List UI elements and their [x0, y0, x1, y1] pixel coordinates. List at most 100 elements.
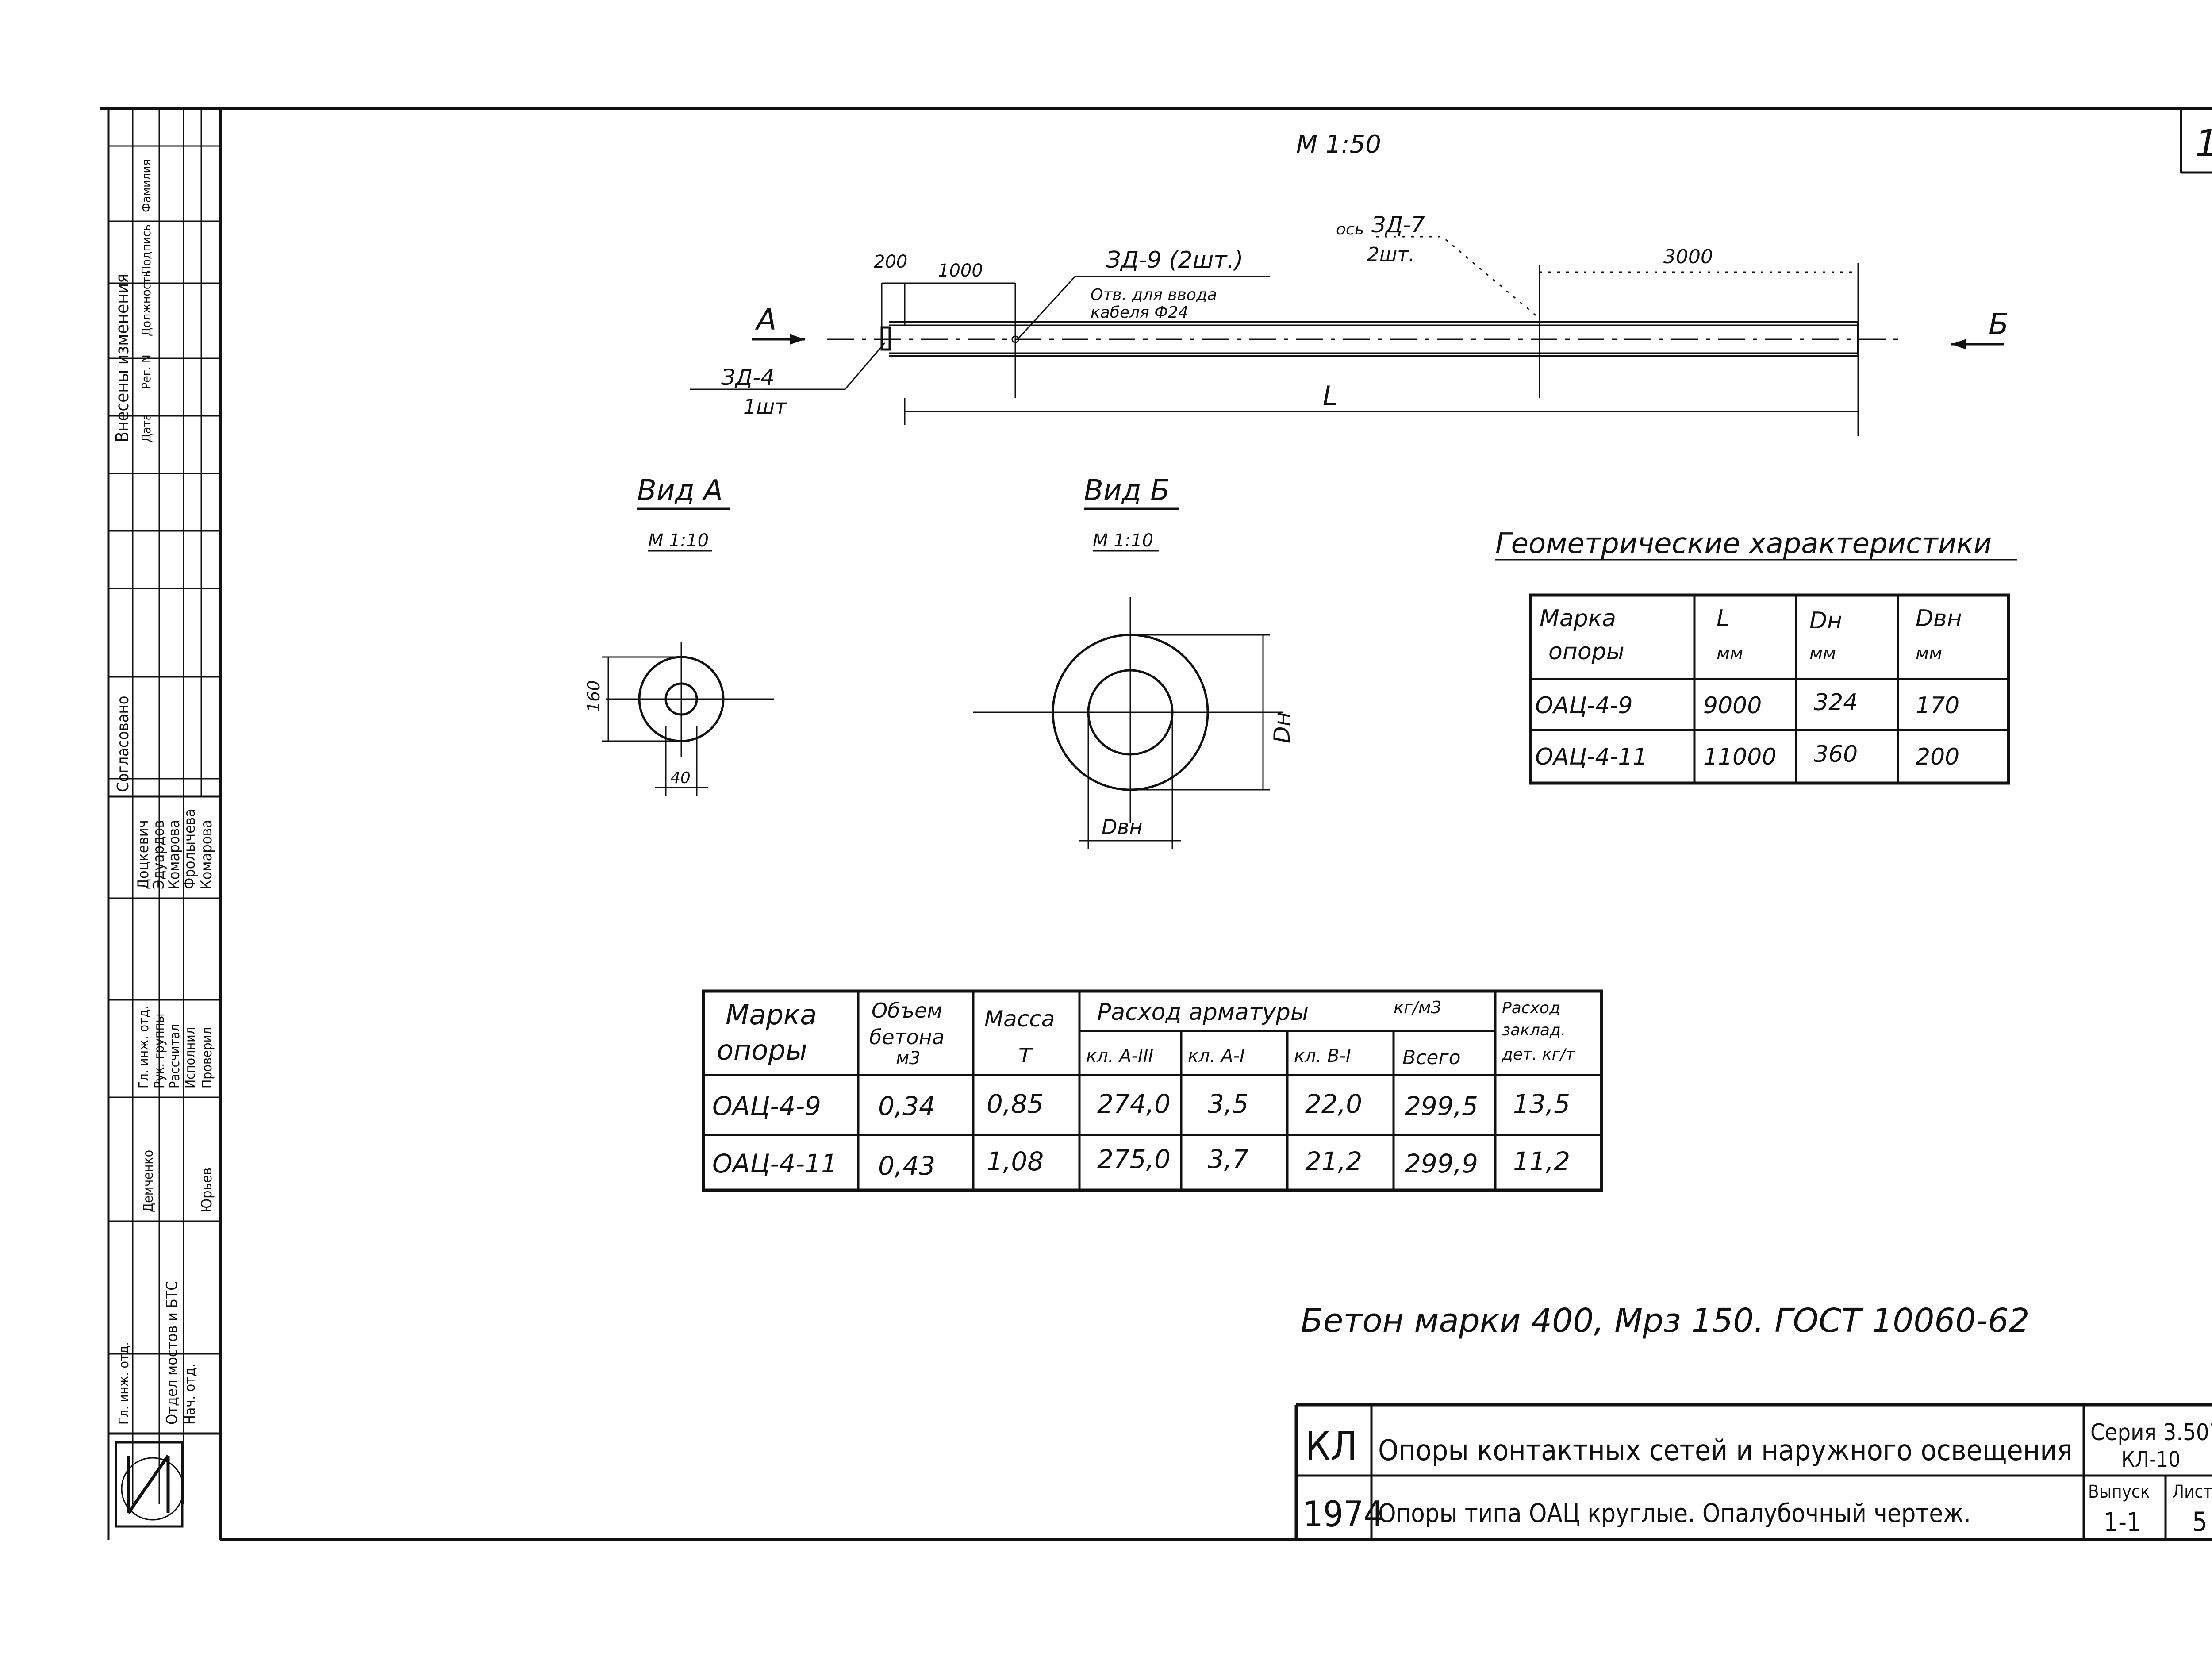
zd4-qty: 1шт: [743, 395, 787, 419]
spec-cell: 299,9: [1405, 1149, 1478, 1179]
view-a-title: Вид А: [637, 474, 723, 507]
geom-head-marka-2: опоры: [1548, 638, 1624, 665]
arrow-label-b: Б: [1989, 307, 2008, 341]
dept-label: Отдел мостов и БТС: [163, 1281, 181, 1425]
spec-sub: кл. А-I: [1188, 1046, 1245, 1066]
dim-L: L: [1323, 381, 1337, 411]
spec-cell: 275,0: [1097, 1144, 1171, 1174]
spec-head-rebar: Расход арматуры: [1097, 999, 1309, 1026]
zd7-qty: 2шт.: [1367, 243, 1415, 266]
geom-cell: 324: [1814, 689, 1858, 716]
spec-cell: 22,0: [1305, 1089, 1362, 1119]
role-1: Гл. инж. отд.: [136, 1006, 152, 1088]
spec-cell: 21,2: [1305, 1146, 1362, 1176]
sheet-frame: [100, 107, 2212, 1541]
spec-head-marka-2: опоры: [717, 1034, 807, 1066]
dim-3000: 3000: [1663, 246, 1713, 268]
zd7-label: ЗД-7: [1371, 212, 1425, 238]
role-4: Исполнил: [183, 1027, 198, 1088]
main-scale: М 1:50: [1296, 130, 1381, 159]
geom-head-dn-1: Dн: [1809, 607, 1842, 634]
spec-cell: 0,43: [878, 1151, 935, 1181]
spec-cell: 3,7: [1208, 1144, 1248, 1174]
geom-head-L-1: L: [1717, 605, 1729, 632]
zd4-label: ЗД-4: [721, 365, 775, 390]
spec-head-volume-1: Объем: [872, 999, 942, 1022]
spec-cell: ОАЦ-4-9: [712, 1091, 821, 1121]
agreed-label: Согласовано: [114, 696, 132, 792]
role-2: Рук. группы: [152, 1013, 167, 1088]
spec-sub: Всего: [1402, 1046, 1460, 1069]
geom-cell: ОАЦ-4-9: [1535, 692, 1633, 719]
concrete-note: Бетон марки 400, Мрз 150. ГОСТ 10060-62: [1301, 1302, 2029, 1340]
geom-table: [1529, 593, 2010, 785]
sheet-number: 10: [2195, 123, 2212, 165]
arrow-label-a: А: [755, 303, 776, 337]
spec-sub: кл. В-I: [1294, 1046, 1351, 1066]
view-a-drawing: [602, 507, 774, 796]
pole-elevation: [690, 236, 2004, 436]
spec-head-mass-2: т: [1018, 1038, 1033, 1068]
view-b-scale: М 1:10: [1093, 530, 1153, 551]
tb-sheet-label: Лист: [2172, 1482, 2212, 1502]
spec-cell: 3,5: [1208, 1089, 1248, 1119]
changes-label: Внесены изменения: [112, 273, 133, 442]
view-a-scale: М 1:10: [648, 530, 709, 551]
spec-head-mass-1: Масса: [984, 1006, 1055, 1032]
tb-sheet: 5: [2192, 1507, 2207, 1537]
spec-head-embed-1: Расход: [1502, 999, 1560, 1017]
col-head-date: Дата: [139, 414, 154, 442]
spec-table: [702, 989, 1603, 1192]
spec-head-volume-2: бетона: [869, 1025, 945, 1049]
tb-title-2: Опоры типа ОАЦ круглые. Опалубочный черт…: [1378, 1498, 1971, 1528]
spec-cell: 274,0: [1097, 1089, 1171, 1119]
spec-cell: 13,5: [1513, 1089, 1570, 1119]
geom-head-marka-1: Марка: [1540, 605, 1616, 632]
glavn-label: Гл. инж. отд.: [116, 1342, 132, 1425]
zd9-note-2: кабеля Ф24: [1091, 304, 1188, 322]
spec-cell: 0,85: [987, 1089, 1044, 1119]
view-b-drawing: [973, 507, 1283, 849]
col-head-surname: Фамилия: [139, 159, 154, 212]
spec-head-embed-3: дет. кг/т: [1502, 1045, 1575, 1064]
spec-head-embed-2: заклад.: [1502, 1021, 1566, 1039]
tb-series-label: Серия 3.507: [2090, 1419, 2212, 1446]
dept-name: Юрьев: [198, 1168, 215, 1212]
view-a-dim-40: 40: [670, 769, 691, 787]
spec-cell: ОАЦ-4-11: [712, 1149, 837, 1179]
geom-cell: 360: [1814, 741, 1858, 768]
tb-issue: 1-1: [2104, 1507, 2141, 1537]
view-b-title: Вид Б: [1084, 474, 1170, 507]
spec-cell: 0,34: [878, 1091, 935, 1121]
tb-year: 1974: [1303, 1494, 1384, 1535]
title-block: [1294, 1403, 2212, 1540]
spec-sub: кл. А-III: [1086, 1046, 1153, 1066]
spec-head-rebar-unit: кг/м3: [1394, 998, 1442, 1017]
side-stamp: [107, 108, 220, 1540]
col-head-signature: Подпись: [139, 224, 154, 274]
extra-name: Демченко: [141, 1150, 156, 1212]
geom-cell: 9000: [1703, 692, 1762, 719]
role-3: Рассчитал: [167, 1024, 183, 1089]
zd7-prefix: ось: [1336, 220, 1364, 238]
name-2: Эдуардов: [150, 820, 168, 889]
tb-code: КЛ: [1305, 1423, 1357, 1470]
view-a-dim-160: 160: [584, 680, 603, 712]
role-5: Проверил: [200, 1027, 215, 1088]
name-4: Фролычева: [181, 809, 199, 889]
name-3: Комарова: [165, 820, 183, 889]
geom-title: Геометрические характеристики: [1495, 527, 1992, 560]
geom-head-dvn-2: мм: [1916, 643, 1942, 664]
spec-cell: 11,2: [1513, 1146, 1570, 1176]
name-5: Комарова: [198, 820, 215, 889]
geom-cell: 200: [1916, 744, 1959, 770]
geom-cell: ОАЦ-4-11: [1535, 744, 1647, 770]
geom-cell: 170: [1916, 692, 1959, 719]
name-1: Доцкевич: [134, 820, 152, 889]
tb-series-code: КЛ-10: [2121, 1447, 2181, 1472]
zd9-note-1: Отв. для ввода: [1091, 286, 1217, 304]
tb-title-1: Опоры контактных сетей и наружного освещ…: [1378, 1434, 2073, 1467]
view-b-dim-dn: Dн: [1269, 712, 1295, 743]
